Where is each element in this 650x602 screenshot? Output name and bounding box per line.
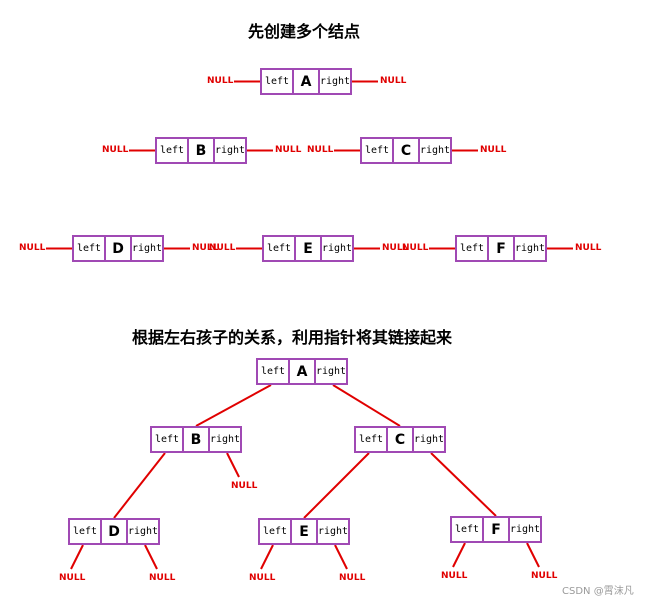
right-child-link [430,452,497,517]
null-label-sep-c-right: NULL [480,144,507,155]
right-pointer-field: right [509,524,541,535]
right-pointer-field: right [127,526,159,537]
node-value: C [386,428,414,451]
null-label-tree-b-right: NULL [231,481,258,491]
watermark: CSDN @霄沫凡 [562,586,634,597]
right-pointer-field: right [209,434,241,445]
node-value: F [487,237,515,260]
left-pointer-field: left [154,434,180,445]
step2-title: 根据左右孩子的关系，利用指针将其链接起来 [132,328,453,347]
node-value: D [100,520,128,543]
null-label-tree-f-right: NULL [531,571,558,581]
null-label-sep-d-left: NULL [19,242,46,253]
left-pointer-field: left [262,526,288,537]
null-label-sep-b-left: NULL [102,144,129,155]
node-value: B [187,139,215,162]
null-label-tree-d-left: NULL [59,573,86,583]
left-pointer-field: left [459,243,485,254]
node-value: F [482,518,510,541]
null-pointer-line [144,544,158,570]
left-child-link [113,452,166,519]
left-pointer-field: left [159,145,185,156]
node-value: E [290,520,318,543]
node-value: A [292,70,320,93]
left-child-link [195,384,272,427]
right-pointer-field: right [413,434,445,445]
null-label-sep-f-left: NULL [402,242,429,253]
null-label-sep-a-right: NULL [380,75,407,86]
node-value: C [392,139,420,162]
null-label-tree-e-left: NULL [249,573,276,583]
null-label-tree-f-left: NULL [441,571,468,581]
left-pointer-field: left [364,145,390,156]
left-pointer-field: left [260,366,286,377]
null-pointer-line [526,542,540,568]
right-pointer-field: right [315,366,347,377]
null-label-sep-c-left: NULL [307,144,334,155]
null-label-sep-a-left: NULL [207,75,234,86]
right-pointer-field: right [514,243,546,254]
right-pointer-field: right [317,526,349,537]
null-pointer-line [70,544,84,570]
null-label-sep-f-right: NULL [575,242,602,253]
right-child-link [332,384,401,427]
left-child-link [303,452,370,519]
null-label-sep-e-right: NULL [382,242,409,253]
null-pointer-line [260,544,274,570]
null-label-sep-b-right: NULL [275,144,302,155]
null-label-sep-d-right: NULL [192,242,219,253]
node-value: A [288,360,316,383]
left-pointer-field: left [76,243,102,254]
node-value: B [182,428,210,451]
left-pointer-field: left [72,526,98,537]
node-value: E [294,237,322,260]
step1-title: 先创建多个结点 [248,22,361,41]
left-pointer-field: left [454,524,480,535]
right-pointer-field: right [319,76,351,87]
left-pointer-field: left [358,434,384,445]
left-pointer-field: left [266,243,292,254]
null-label-tree-e-right: NULL [339,573,366,583]
node-value: D [104,237,132,260]
right-pointer-field: right [131,243,163,254]
left-pointer-field: left [264,76,290,87]
right-pointer-field: right [321,243,353,254]
right-pointer-field: right [419,145,451,156]
null-pointer-line [226,452,240,478]
null-label-tree-d-right: NULL [149,573,176,583]
null-pointer-line [452,542,466,568]
null-pointer-line [334,544,348,570]
right-pointer-field: right [214,145,246,156]
null-label-sep-e-left: NULL [209,242,236,253]
